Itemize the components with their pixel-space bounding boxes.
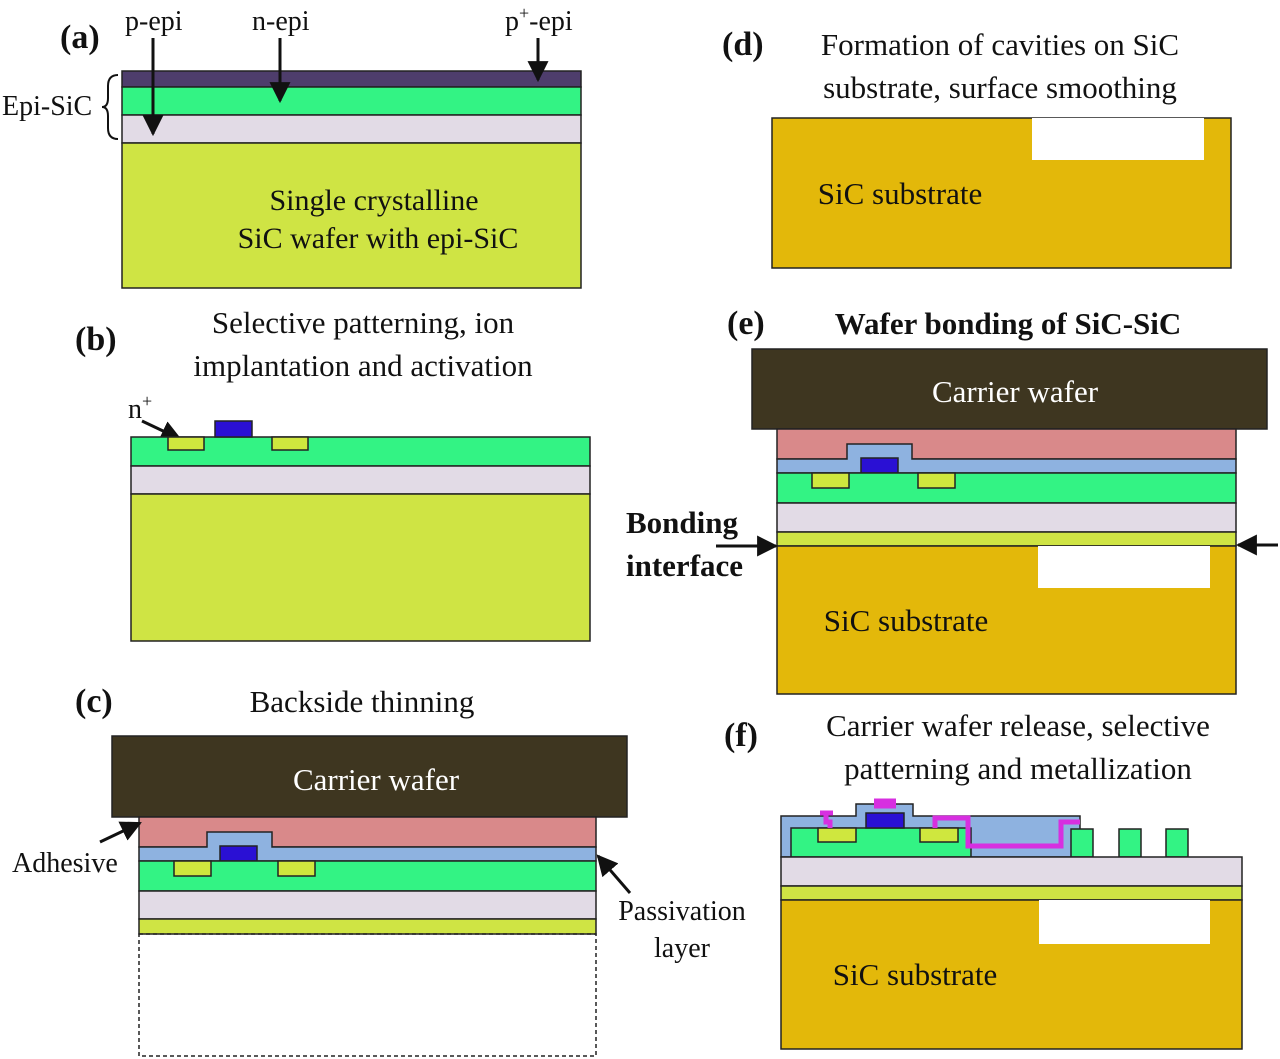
cavity-e	[1038, 546, 1210, 588]
n-epi-layer-c	[138, 860, 597, 892]
n-plus-region-c2	[277, 860, 316, 877]
panel-d: (d) Formation of cavities on SiC substra…	[722, 26, 1232, 269]
panel-f-title-line2: patterning and metallization	[844, 751, 1192, 786]
p-epi-layer-b	[130, 465, 591, 495]
n-epi-island-1	[1070, 828, 1094, 858]
metal-contact-source	[820, 810, 833, 828]
bonding-interface-label-line1: Bonding	[626, 505, 739, 540]
panel-f: (f) Carrier wafer release, selective pat…	[724, 708, 1243, 1050]
panel-e-title: Wafer bonding of SiC-SiC	[835, 306, 1182, 341]
n-plus-region-c1	[173, 860, 212, 877]
passivation-label-line1: Passivation	[618, 896, 746, 927]
sic-substrate-d-label: SiC substrate	[818, 176, 982, 211]
p-plus-epi-label: p+-epi	[505, 3, 573, 37]
n-plus-region-f2	[919, 827, 959, 843]
n-plus-arrow	[141, 419, 182, 441]
n-plus-region-e1	[811, 472, 850, 489]
p-epi-layer	[121, 114, 582, 144]
panel-d-title-line2: substrate, surface smoothing	[823, 70, 1177, 105]
thinned-wafer-f	[780, 885, 1243, 901]
cavity-f	[1039, 900, 1210, 944]
panel-e: (e) Wafer bonding of SiC-SiC Carrier waf…	[626, 305, 1278, 695]
panel-c-title: Backside thinning	[250, 684, 475, 719]
p-plus-epi-layer	[121, 70, 582, 88]
p-epi-layer-e	[776, 502, 1237, 533]
panel-f-title-line1: Carrier wafer release, selective	[826, 708, 1210, 743]
sic-wafer-a	[121, 142, 582, 289]
wafer-a-label-line2: SiC wafer with epi-SiC	[238, 222, 519, 255]
panel-e-tag: (e)	[727, 305, 765, 342]
panel-b-title-line1: Selective patterning, ion	[212, 305, 515, 340]
passivation-arrow	[596, 854, 632, 894]
panel-d-tag: (d)	[722, 26, 764, 63]
gate-f	[865, 812, 905, 829]
panel-b: (b) Selective patterning, ion implantati…	[75, 305, 591, 642]
sic-substrate-f-label: SiC substrate	[833, 957, 997, 992]
n-plus-region-f1	[817, 827, 857, 843]
gate-c	[219, 845, 258, 862]
p-epi-layer-f	[780, 856, 1243, 887]
panel-b-title-line2: implantation and activation	[193, 348, 533, 383]
panel-c-tag: (c)	[75, 683, 113, 720]
carrier-wafer-e-label: Carrier wafer	[932, 374, 1099, 409]
metal-interconnect	[932, 815, 1080, 849]
bonding-interface-label-line2: interface	[626, 548, 743, 583]
n-plus-region-e2	[917, 472, 956, 489]
panel-a: (a) p-epi n-epi p+-epi Epi-SiC Single cr…	[2, 3, 582, 289]
metal-contact-gate	[874, 798, 896, 809]
panel-f-tag: (f)	[724, 717, 758, 754]
passivation-label-line2: layer	[654, 933, 711, 964]
adhesive-arrow	[99, 821, 142, 844]
panel-a-tag: (a)	[60, 19, 100, 56]
n-epi-island-3	[1165, 828, 1189, 858]
thinned-wafer-e	[776, 531, 1237, 547]
panel-d-title-line1: Formation of cavities on SiC	[821, 27, 1179, 62]
carrier-wafer-e	[751, 348, 1268, 430]
gate-b	[214, 420, 253, 438]
thinned-wafer-c	[138, 918, 597, 935]
epi-sic-label: Epi-SiC	[2, 91, 92, 122]
sic-wafer-b	[130, 493, 591, 642]
panel-c: (c) Backside thinning Carrier wafer Adhe…	[12, 683, 746, 1057]
panel-b-tag: (b)	[75, 321, 117, 358]
cavity-d	[1032, 118, 1204, 160]
n-plus-region-b1	[167, 436, 205, 451]
carrier-wafer-c	[111, 735, 628, 818]
n-epi-layer-e	[776, 472, 1237, 504]
gate-e	[860, 457, 899, 474]
adhesive-label: Adhesive	[12, 848, 118, 879]
adhesive-layer-e	[776, 428, 1237, 460]
n-epi-label: n-epi	[252, 6, 310, 37]
removed-substrate-outline	[138, 933, 597, 1057]
carrier-wafer-c-label: Carrier wafer	[293, 762, 460, 797]
sic-substrate-e-label: SiC substrate	[824, 603, 988, 638]
n-plus-region-b2	[271, 436, 309, 451]
n-epi-island-2	[1118, 828, 1142, 858]
n-plus-label: n+	[128, 391, 152, 425]
p-epi-layer-c	[138, 890, 597, 920]
wafer-a-label-line1: Single crystalline	[269, 184, 478, 217]
n-epi-layer	[121, 86, 582, 116]
epi-sic-brace	[101, 74, 119, 140]
p-epi-label: p-epi	[125, 6, 183, 37]
